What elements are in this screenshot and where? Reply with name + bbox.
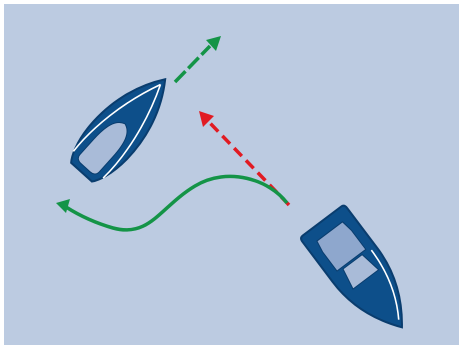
- green-course-arrow-upper: [173, 36, 221, 84]
- motorboat-lower-right: [300, 204, 403, 329]
- sailboat-upper-left: [70, 77, 167, 183]
- green-curved-avoidance-arrow: [56, 174, 289, 232]
